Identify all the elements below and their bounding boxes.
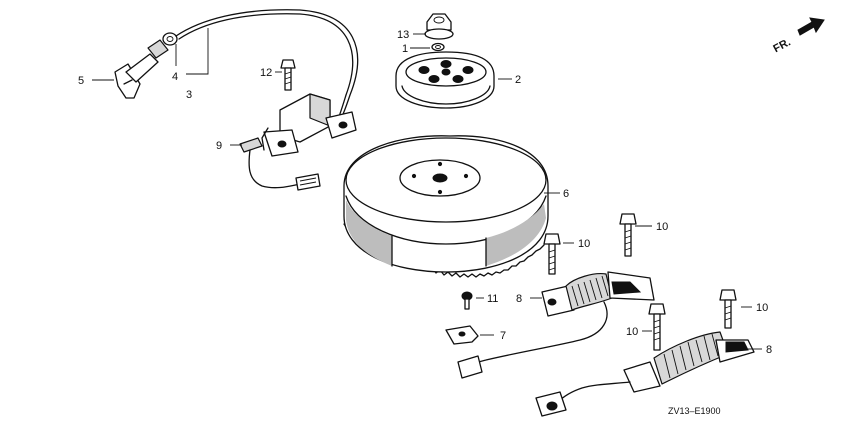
ignition-wire [239,137,321,191]
flywheel [343,135,549,278]
callout-4: 4 [172,71,178,83]
callout-8-b: 8 [766,344,772,356]
charge-coil-lower [535,331,755,417]
callout-2: 2 [515,74,521,86]
bolt-10-c [648,303,666,351]
callout-9: 9 [216,140,222,152]
callout-10-a: 10 [578,238,590,250]
callout-3: 3 [186,89,192,101]
callout-8-a: 8 [516,293,522,305]
front-direction-label: FR. [771,36,792,55]
callout-10-d: 10 [756,302,768,314]
charge-coil-upper [457,271,655,379]
callout-10-c: 10 [626,326,638,338]
bolt-10-d [719,289,737,329]
ignition-coil [261,93,357,157]
washer [431,42,445,52]
flange-nut [424,13,454,40]
high-tension-cord [175,9,359,126]
bolt-10-a [543,233,561,275]
callout-12: 12 [260,67,272,79]
bolt-10-b [619,213,637,257]
callout-5: 5 [78,75,84,87]
callout-11: 11 [487,293,498,305]
callout-labels: 13 1 2 5 4 3 12 9 6 10 10 10 10 11 7 8 8 [78,29,772,356]
bolt-11 [461,291,473,310]
callout-6: 6 [563,188,569,200]
seal-ring [162,32,178,46]
callout-7: 7 [500,330,506,342]
bolt-12 [280,59,296,91]
callout-10-b: 10 [656,221,668,233]
callout-13: 13 [397,29,409,41]
starter-pulley [395,51,495,109]
callout-1: 1 [402,43,408,55]
front-direction-arrow: FR. [771,17,825,55]
wire-clip [445,325,479,345]
drawing-code: ZV13–E1900 [668,406,721,416]
spark-plug-cap [114,39,169,99]
leader-lines [92,28,762,350]
